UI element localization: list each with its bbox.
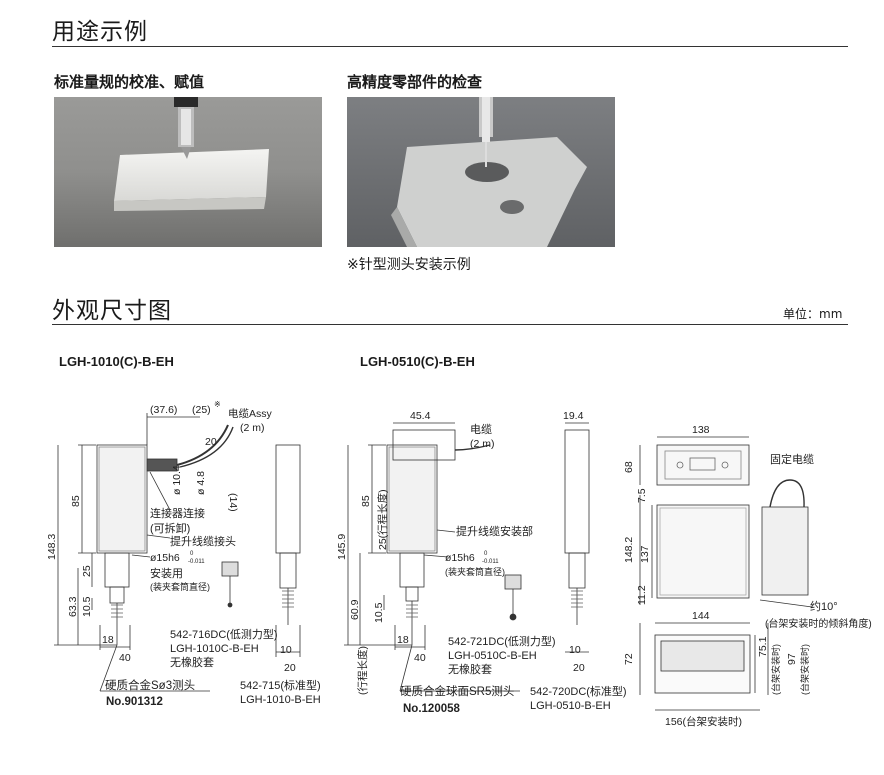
- part-716-type: 542-716DC(低测力型): [170, 627, 278, 641]
- photo-note: ※针型测头安装示例: [347, 257, 471, 273]
- dim-20-right: 20: [573, 662, 585, 674]
- dim-25-left: 25: [81, 565, 93, 577]
- dim-68: 68: [623, 461, 635, 473]
- star-mark: ※: [214, 400, 221, 409]
- cable-assy-label: 电缆Assy: [228, 407, 273, 420]
- dim-148-3: 148.3: [46, 534, 58, 560]
- dim-10-left: 10: [280, 644, 292, 656]
- clamp-label-left: (装夹套筒直径): [150, 581, 210, 592]
- usage-title: 用途示例: [52, 19, 148, 45]
- cable-length-right: (2 m): [470, 438, 495, 450]
- phi15-left: ø15h6: [150, 552, 180, 564]
- lift-clip-label: 提升线缆接头: [170, 534, 236, 548]
- clamp-label-right: (装夹套筒直径): [445, 566, 505, 577]
- dim-85-right: 85: [360, 495, 372, 507]
- part-no-left: No.901312: [106, 696, 163, 708]
- caption-calibration: 标准量规的校准、赋值: [54, 73, 205, 91]
- angle-label: 约10°: [810, 600, 838, 613]
- model-right: LGH-0510(C)-B-EH: [360, 354, 475, 369]
- dim-20: 20: [205, 436, 217, 448]
- cable-label-right: 电缆: [470, 423, 492, 436]
- part-no-right: No.120058: [403, 703, 461, 715]
- tol-top-right: 0: [484, 551, 488, 557]
- dim-85-left: 85: [70, 495, 82, 507]
- dimension-drawing: (37.6) (25) ※ 电缆Assy (2 m) 20 ø 10.4 ø 4…: [46, 400, 872, 728]
- dim-10-5-right: 10.5: [373, 602, 385, 623]
- inspection-photo: [347, 97, 615, 247]
- part-720-type: 542-720DC(标准型): [530, 684, 627, 698]
- part-716-model: LGH-1010C-B-EH: [170, 643, 259, 655]
- mount-label: 安装用: [150, 566, 183, 580]
- dim-7-5: 7.5: [636, 488, 648, 503]
- part-721-note: 无橡胶套: [448, 662, 492, 676]
- stroke-label: (行程长度): [356, 646, 369, 695]
- phi15-right: ø15h6: [445, 552, 475, 564]
- dim-72: 72: [623, 653, 635, 665]
- dim-10-right: 10: [569, 644, 581, 656]
- part-720-model: LGH-0510-B-EH: [530, 700, 611, 712]
- dimensions-title: 外观尺寸图: [52, 298, 172, 324]
- dim-20-left: 20: [284, 662, 296, 674]
- caption-inspection: 高精度零部件的检查: [347, 73, 483, 91]
- part-721-model: LGH-0510C-B-EH: [448, 650, 537, 662]
- divider: [52, 46, 848, 47]
- unit-label: 单位：mm: [783, 307, 843, 321]
- carbide-probe-right: 硬质合金球面SR5测头: [400, 684, 514, 698]
- dim-14: (14): [227, 493, 239, 512]
- dim-75-1: 75.1: [757, 636, 769, 657]
- tol-bottom-right: -0.011: [482, 559, 499, 565]
- dim-40-right: 40: [414, 652, 426, 664]
- dim-11-2: 11.2: [636, 585, 648, 605]
- dim-25-stroke: 25(行程长度): [376, 489, 389, 550]
- fix-cable-label: 固定电缆: [770, 452, 814, 466]
- dim-18-right: 18: [397, 634, 409, 646]
- dim-97: 97: [786, 653, 798, 665]
- cable-length-left: (2 m): [240, 422, 265, 434]
- tol-top-left: 0: [190, 551, 194, 557]
- dim-45-4: 45.4: [410, 410, 431, 422]
- part-715-model: LGH-1010-B-EH: [240, 694, 321, 706]
- connector-label: 连接器连接: [150, 507, 205, 520]
- dim-137: 137: [639, 545, 651, 563]
- model-left: LGH-1010(C)-B-EH: [59, 354, 174, 369]
- dim-19-4: 19.4: [563, 410, 584, 422]
- dim-60-9: 60.9: [349, 599, 361, 620]
- dim-148-2: 148.2: [623, 537, 635, 563]
- dim-75-note: (台架安装时): [770, 644, 781, 695]
- dim-138: 138: [692, 424, 710, 436]
- lift-part-label: 提升线缆安装部: [456, 524, 533, 538]
- tol-bottom-left: -0.011: [188, 559, 205, 565]
- part-716-note: 无橡胶套: [170, 655, 214, 669]
- removable-label: (可拆卸): [150, 521, 190, 535]
- part-721-type: 542-721DC(低测力型): [448, 634, 556, 648]
- dim-18-left: 18: [102, 634, 114, 646]
- dim-10-5-left: 10.5: [81, 596, 93, 617]
- dim-97-note: (台架安装时): [799, 644, 810, 695]
- divider: [52, 324, 848, 325]
- dim-63-3: 63.3: [67, 596, 79, 617]
- carbide-probe-left: 硬质合金Sø3测头: [105, 678, 195, 692]
- dim-145-9: 145.9: [336, 534, 348, 560]
- dim-144: 144: [692, 610, 710, 622]
- dim-phi4-8: ø 4.8: [195, 471, 207, 495]
- dim-156: 156(台架安装时): [665, 715, 742, 728]
- dim-37-6: (37.6): [150, 404, 177, 416]
- angle-note: (台架安装时的倾斜角度): [765, 617, 872, 630]
- dim-25: (25): [192, 404, 211, 416]
- part-715-type: 542-715(标准型): [240, 678, 321, 692]
- calibration-photo: [54, 97, 322, 247]
- dim-phi10-4: ø 10.4: [171, 465, 183, 495]
- dim-40-left: 40: [119, 652, 131, 664]
